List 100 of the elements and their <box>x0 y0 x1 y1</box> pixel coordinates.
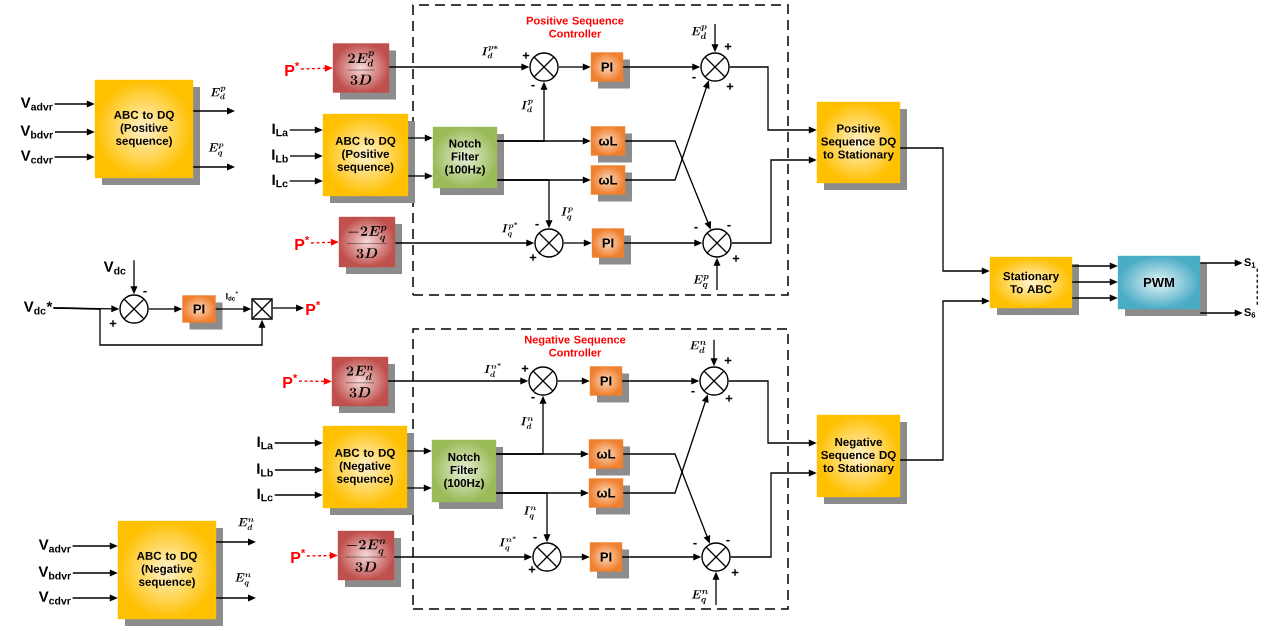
gain-block: $\frac{-2E_q^p}{3D}$ <box>338 216 402 274</box>
transform-block: ABC to DQ (Positive sequence) <box>322 113 415 203</box>
sign-label: - <box>693 542 697 545</box>
signal-label: $E_q^p$ <box>693 275 709 289</box>
sign-label: + <box>521 365 529 372</box>
arrow <box>622 453 711 544</box>
arrow <box>130 259 138 295</box>
transform-block: ABC to DQ (Negative sequence) <box>117 520 223 626</box>
sign-label: + <box>725 395 733 402</box>
arrow <box>1071 294 1118 302</box>
arrow <box>1071 262 1118 270</box>
arrow <box>53 153 95 161</box>
arrow <box>713 257 721 291</box>
arrow <box>289 152 323 160</box>
summing-junction <box>701 542 731 572</box>
filter-block: Notch Filter (100Hz) <box>432 126 504 195</box>
arrow <box>496 81 548 142</box>
transform-block: ABC to DQ (Negative sequence) <box>322 425 414 515</box>
arrow <box>192 107 235 115</box>
edge-label: $I_d^{p*}$ <box>480 45 500 59</box>
arrow <box>289 177 323 185</box>
sign-label: - <box>691 390 695 393</box>
arrow <box>1071 278 1118 286</box>
arrow <box>1199 309 1243 317</box>
sign-label: - <box>535 223 539 226</box>
gain-block: $\frac{2E_d^n}{3D}$ <box>331 356 395 413</box>
sign-label: + <box>731 569 739 576</box>
control-block: PI <box>182 295 223 330</box>
arrow <box>496 179 553 229</box>
edge-label: $E_q^p$ <box>207 142 225 158</box>
arrow <box>53 100 95 108</box>
signal-label: V$_{bdvr}$ <box>38 566 71 580</box>
arrow <box>711 23 719 53</box>
signal-label: I$_{Lb}$ <box>272 149 288 163</box>
sign-label: + <box>528 566 536 573</box>
arrow <box>215 594 256 602</box>
summing-junction <box>528 366 558 396</box>
arrow <box>731 156 817 244</box>
sign-label: - <box>531 396 535 399</box>
arrow <box>310 238 339 246</box>
sign-label: - <box>692 76 696 79</box>
arrow <box>623 239 703 247</box>
control-block: ωL <box>588 439 630 476</box>
arrow <box>71 594 118 602</box>
control-block: PI <box>589 366 629 403</box>
arrow <box>899 147 990 275</box>
edge-label: $I_d^{n^*}$ <box>483 362 503 378</box>
arrow <box>388 63 530 71</box>
arrow <box>72 569 118 577</box>
edge-label: $I_q^p$ <box>560 206 574 222</box>
arrow <box>192 163 235 171</box>
arrow <box>561 553 590 561</box>
control-block: PI <box>590 52 630 89</box>
multiplier-block <box>251 298 273 320</box>
transform-block: Stationary To ABC <box>989 256 1079 315</box>
sign-label: + <box>109 320 117 327</box>
signal-label: P$^{*}$ <box>285 62 300 76</box>
sign-label: + <box>726 83 734 90</box>
arrow <box>306 552 338 560</box>
arrow <box>215 305 252 313</box>
arrow <box>272 304 305 312</box>
signal-label: P$^{*}$ <box>283 374 298 388</box>
arrow <box>712 571 720 606</box>
arrow <box>1199 259 1243 267</box>
connector-line <box>1256 268 1258 308</box>
signal-label: $E_q^n$ <box>691 590 708 604</box>
sign-label: + <box>529 254 537 261</box>
arrow <box>274 491 323 499</box>
arrow <box>298 377 332 385</box>
control-block: ωL <box>588 478 630 515</box>
arrow <box>289 126 323 134</box>
control-block: ωL <box>590 126 632 163</box>
arrow <box>406 447 432 455</box>
signal-label: P$^{*}$ <box>295 236 310 250</box>
arrow <box>621 553 702 561</box>
arrow <box>495 492 551 543</box>
signal-label: P$^{*}$ <box>306 301 321 315</box>
arrow <box>495 395 547 455</box>
arrow <box>393 553 533 561</box>
signal-label: $E_d^n$ <box>689 340 706 354</box>
signal-label: I$_{La}$ <box>257 436 274 450</box>
arrow <box>52 307 266 346</box>
signal-label: V$_{cdvr}$ <box>38 591 71 605</box>
arrow <box>406 484 432 492</box>
arrow <box>710 339 718 367</box>
edge-label: $I_q^{n^*}$ <box>498 535 518 553</box>
arrow <box>71 542 118 550</box>
signal-label: I$_{La}$ <box>272 123 289 137</box>
arrow <box>730 469 817 558</box>
control-block: ωL <box>590 165 632 202</box>
arrow <box>300 64 333 72</box>
signal-label: V$_{dc}$* <box>23 301 53 315</box>
sign-label: + <box>724 357 732 364</box>
arrow <box>557 377 590 385</box>
control-block: PI <box>591 228 631 265</box>
summing-junction <box>529 52 559 82</box>
sign-label: + <box>522 52 530 59</box>
region-title: Negative Sequence Controller <box>525 335 626 357</box>
signal-label: V$_{advr}$ <box>38 539 71 553</box>
edge-label: $I_d^p$ <box>520 99 534 113</box>
